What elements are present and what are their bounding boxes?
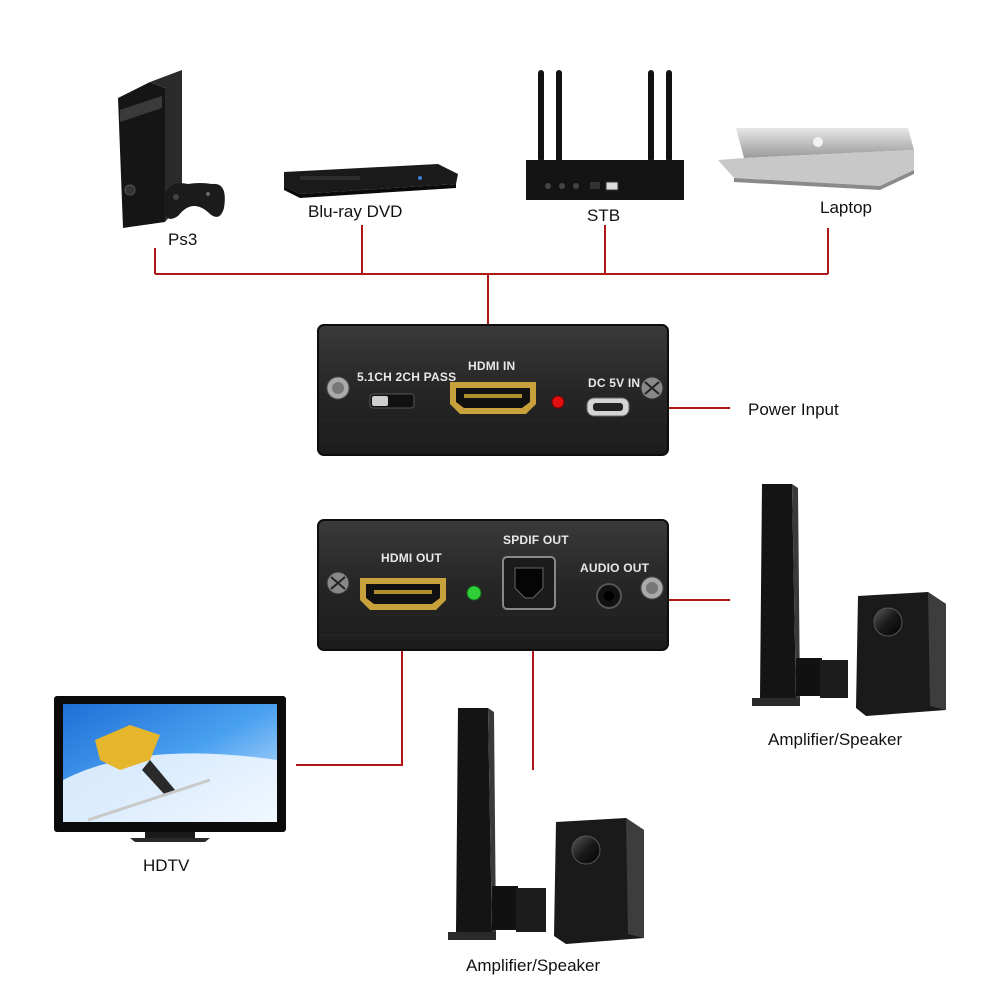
switch-label: 5.1CH 2CH PASS [357, 370, 456, 384]
amp-bottom-label: Amplifier/Speaker [466, 956, 601, 975]
spdif-port [502, 556, 556, 610]
wires [154, 225, 829, 770]
amp-right-label: Amplifier/Speaker [768, 730, 903, 749]
bluray-player-icon [284, 164, 458, 198]
channel-switch [369, 393, 415, 409]
screw-icon-right [640, 376, 664, 400]
hdmi-in-label: HDMI IN [468, 359, 515, 373]
hdmi-in-port [450, 382, 536, 414]
hdtv-icon [54, 696, 286, 842]
front-panel-device: 5.1CH 2CH PASS HDMI IN DC 5V IN [317, 324, 669, 456]
audio-out-label: AUDIO OUT [580, 561, 650, 575]
hdmi-out-led [466, 585, 482, 601]
laptop-label: Laptop [820, 198, 872, 217]
spdif-out-label: SPDIF OUT [503, 533, 569, 547]
wire-hdmi-out [296, 628, 403, 766]
laptop-icon [718, 128, 914, 190]
screw-icon-left [326, 376, 350, 400]
back-panel-device: HDMI OUT SPDIF OUT AUDIO OUT [317, 519, 669, 651]
bluray-label: Blu-ray DVD [308, 202, 403, 221]
screw-icon-back-right [640, 576, 664, 600]
audio-out-jack [596, 583, 622, 609]
stb-router-icon [526, 70, 684, 200]
screw-icon-back-left [326, 571, 350, 595]
power-input-label: Power Input [748, 400, 839, 419]
hdmi-out-label: HDMI OUT [381, 551, 442, 565]
ps3-label: Ps3 [168, 230, 198, 249]
stb-label: STB [587, 206, 621, 225]
speaker-set-bottom-icon [448, 708, 644, 944]
dc-power-port [586, 397, 630, 417]
dc-in-label: DC 5V IN [588, 376, 640, 390]
hdmi-in-led [551, 395, 565, 409]
hdmi-out-port [360, 578, 446, 610]
speaker-set-right-icon [752, 484, 946, 716]
hdtv-label: HDTV [143, 856, 190, 875]
ps3-console-icon [118, 70, 225, 228]
